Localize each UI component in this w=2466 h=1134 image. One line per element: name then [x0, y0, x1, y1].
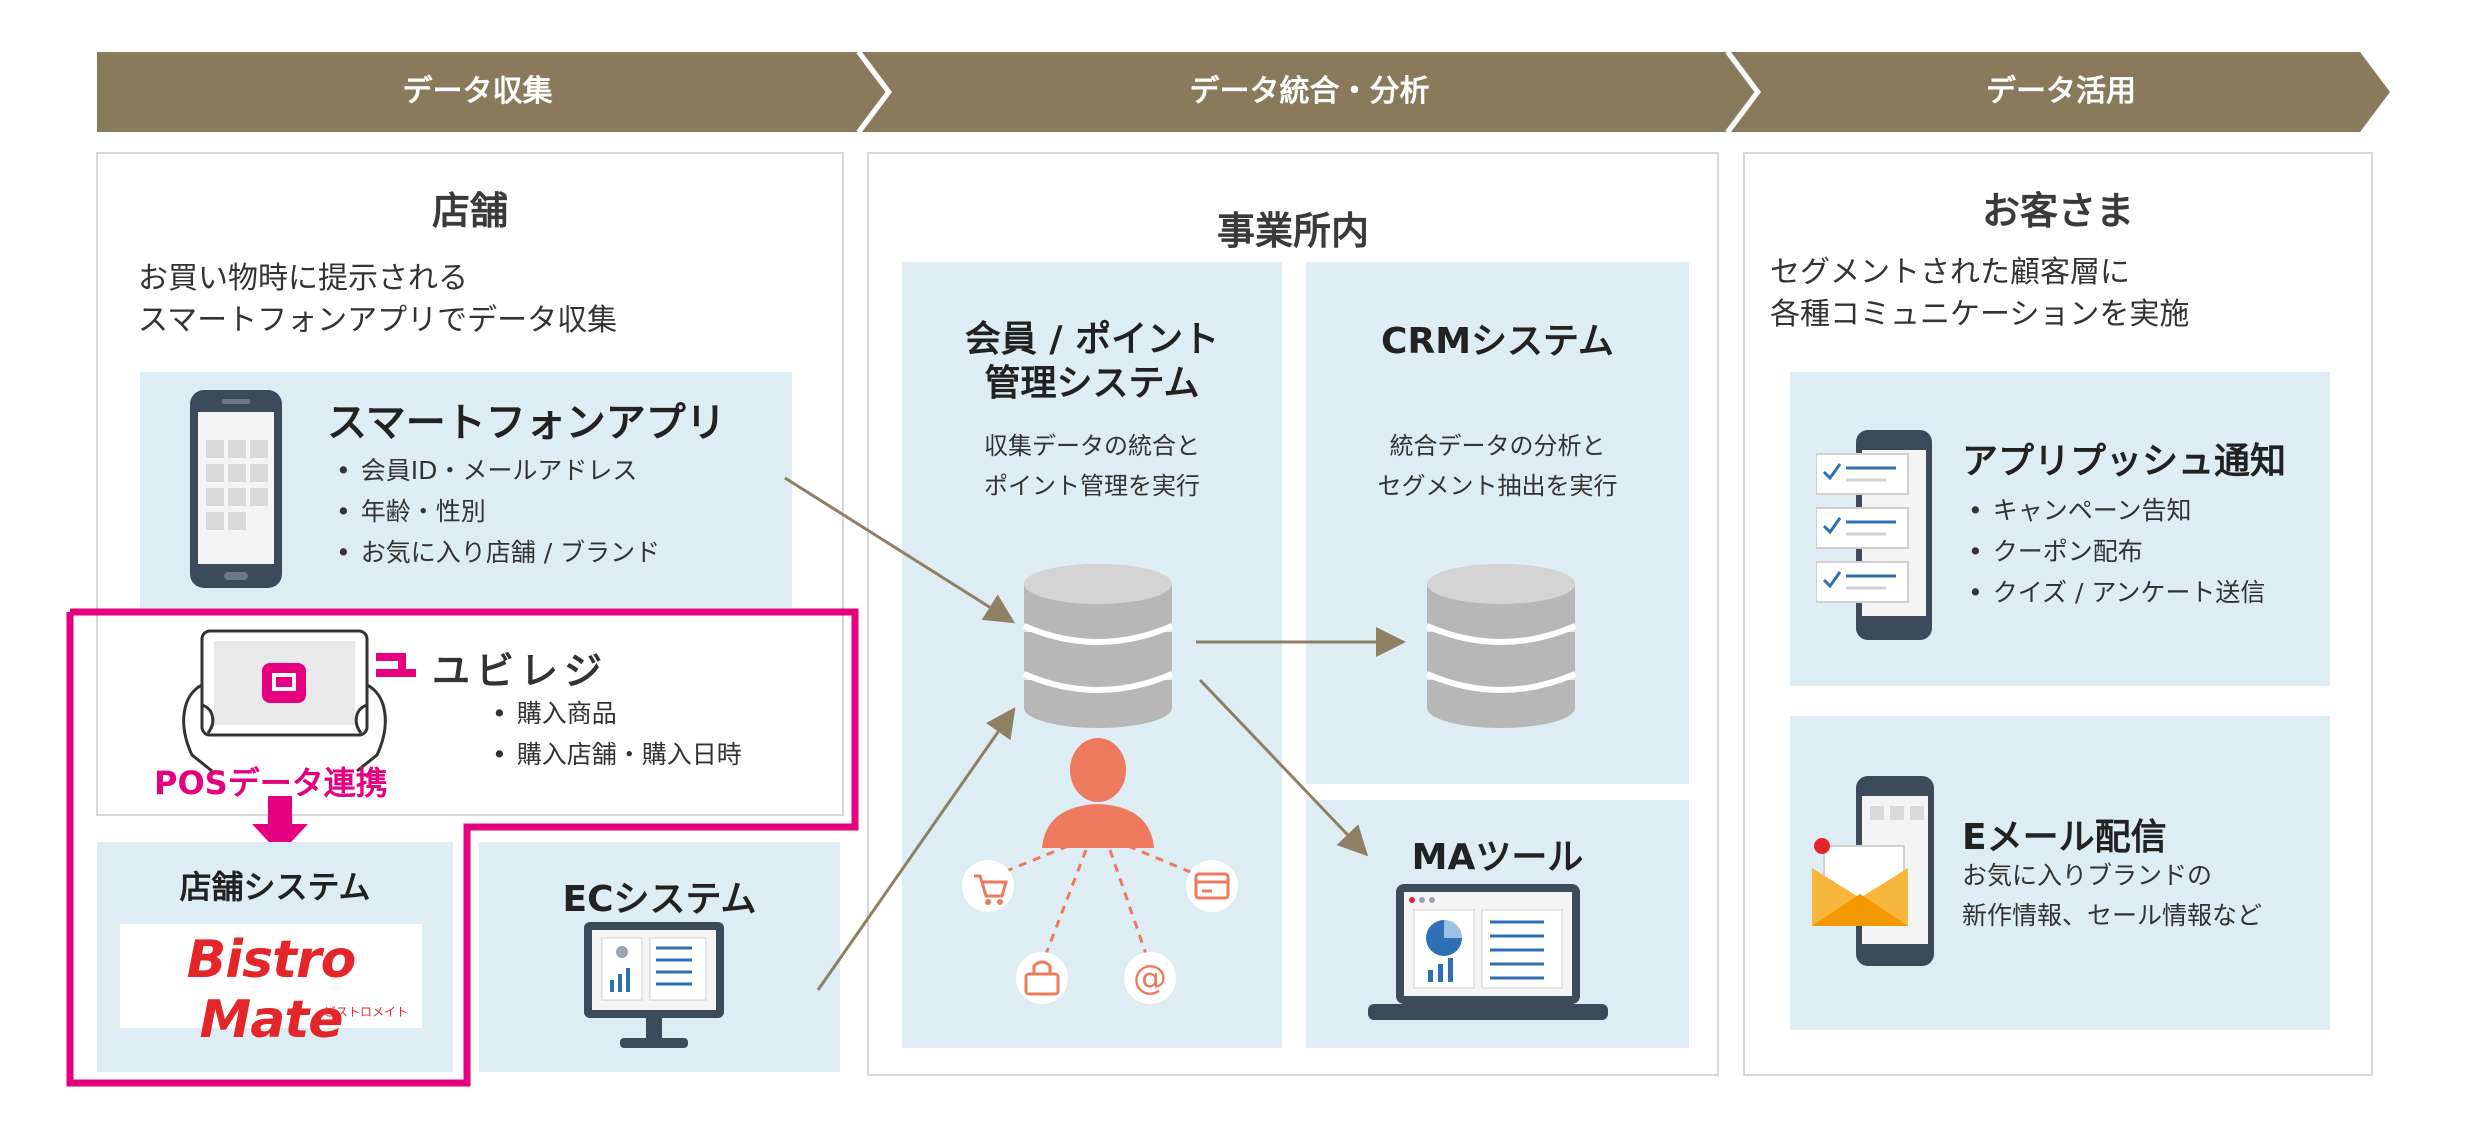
- bistro-mate-logo-text: Bistro Mate: [186, 930, 357, 1050]
- email-desc: お気に入りブランドの 新作情報、セール情報など: [1962, 861, 2263, 930]
- store-system-title: 店舗システム: [179, 868, 371, 906]
- ec-system-title: ECシステム: [562, 879, 757, 920]
- card-icon: [1186, 860, 1238, 912]
- list-item: 年齢・性別: [336, 491, 660, 532]
- bag-icon: [1016, 952, 1068, 1004]
- customer-title: お客さま: [1981, 189, 2134, 233]
- ma-tool-title: MAツール: [1411, 837, 1584, 878]
- email-title: Eメール配信: [1962, 817, 2167, 858]
- member-database-icon: [1022, 564, 1174, 728]
- push-notification-phone-icon: [1816, 430, 1932, 640]
- crm-database-icon: [1425, 564, 1577, 728]
- member-point-system-desc: 収集データの統合と ポイント管理を実行: [984, 432, 1200, 500]
- crm-system-desc: 統合データの分析と セグメント抽出を実行: [1377, 432, 1618, 500]
- list-item: 会員ID・メールアドレス: [336, 450, 660, 491]
- arrow-down-icon: [252, 796, 308, 854]
- cart-icon: [962, 860, 1014, 912]
- pos-data-list: 購入商品 購入店舗・購入日時: [492, 693, 742, 775]
- at-symbol: @: [1133, 958, 1167, 998]
- bistro-mate-logo-sub: ビストロメイト: [323, 1005, 408, 1019]
- list-item: キャンペーン告知: [1968, 490, 2265, 531]
- store-desc: お買い物時に提示される スマートフォンアプリでデータ収集: [138, 261, 618, 338]
- tablet-pos-icon: [182, 629, 387, 773]
- at-icon: [1124, 952, 1176, 1004]
- arrow-member-to-ma: [1198, 678, 1369, 857]
- person-icon: [1042, 738, 1154, 848]
- push-notification-list: キャンペーン告知 クーポン配布 クイズ / アンケート送信: [1968, 490, 2266, 613]
- ubiregi-brand: ユビレジ: [432, 649, 609, 693]
- monitor-icon: [584, 922, 724, 1048]
- list-item: お気に入り店舗 / ブランド: [336, 532, 660, 573]
- arrow-app-to-member: [784, 476, 1016, 624]
- crm-system-title: CRMシステム: [1381, 321, 1614, 362]
- store-title: 店舗: [431, 189, 508, 233]
- smartphone-icon: [190, 390, 282, 588]
- stage-integrate-label: データ統合・分析: [1189, 74, 1430, 109]
- ubiregi-logo-icon: [376, 653, 416, 677]
- list-item: 購入店舗・購入日時: [492, 734, 742, 775]
- stage-collect-label: データ収集: [402, 74, 553, 109]
- smartphone-app-title: スマートフォンアプリ: [327, 400, 726, 446]
- list-item: クイズ / アンケート送信: [1968, 572, 2266, 613]
- pos-data-link-label: POSデータ連携: [154, 764, 388, 802]
- customer-desc: セグメントされた顧客層に 各種コミュニケーションを実施: [1770, 255, 2190, 332]
- bistro-mate-logo: Bistro Mate ビストロメイト: [120, 924, 422, 1050]
- arrow-ec-to-member: [816, 707, 1016, 991]
- stage-use-label: データ活用: [1986, 74, 2136, 109]
- email-phone-icon: [1812, 776, 1934, 966]
- list-item: クーポン配布: [1968, 531, 2265, 572]
- office-title: 事業所内: [1216, 209, 1369, 253]
- customer-channels-graphic: [962, 738, 1238, 1004]
- smartphone-app-list: 会員ID・メールアドレス 年齢・性別 お気に入り店舗 / ブランド: [336, 450, 660, 573]
- push-notification-title: アプリプッシュ通知: [1962, 441, 2287, 482]
- member-point-system-title: 会員 / ポイント 管理システム: [964, 319, 1220, 404]
- laptop-icon: [1368, 884, 1608, 1020]
- list-item: 購入商品: [492, 693, 742, 734]
